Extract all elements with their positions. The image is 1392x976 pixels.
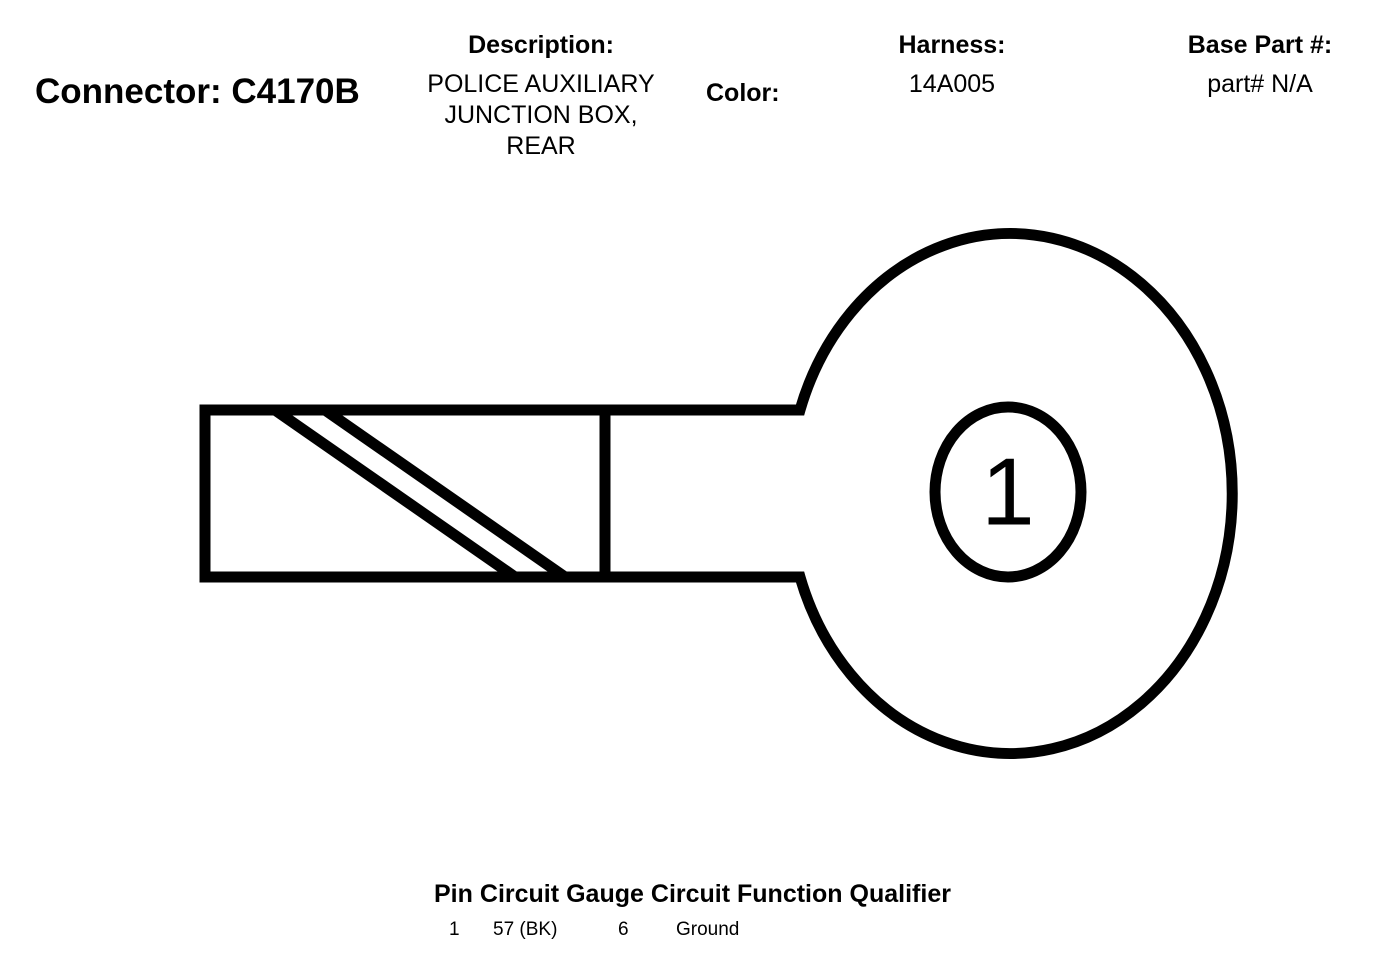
stripe-line-2 xyxy=(321,405,569,582)
header-pin: Pin xyxy=(434,880,473,908)
description-value: POLICE AUXILIARY JUNCTION BOX, REAR xyxy=(400,69,682,162)
header-circuit-function: Circuit Function xyxy=(650,880,843,908)
header-qualifier: Qualifier xyxy=(849,880,951,908)
connector-body-outline xyxy=(199,228,1238,759)
connector-title: Connector: C4170B xyxy=(35,72,360,111)
pin-circle xyxy=(929,401,1087,583)
pin-number-label: 1 xyxy=(981,439,1034,546)
description-line-2: JUNCTION BOX, xyxy=(444,101,638,129)
header-circuit: Circuit xyxy=(479,880,560,908)
table-row: 1 57 (BK) 6 Ground xyxy=(434,919,958,945)
color-label: Color: xyxy=(706,79,780,107)
base-part-value: part# N/A xyxy=(1207,70,1313,98)
harness-value: 14A005 xyxy=(908,70,996,98)
stripe-line-1 xyxy=(271,405,519,582)
header-gauge: Gauge xyxy=(566,880,644,908)
row-pin: 1 xyxy=(449,919,460,940)
description-line-3: REAR xyxy=(506,132,576,160)
base-part-label: Base Part #: xyxy=(1187,31,1333,59)
row-gauge: 6 xyxy=(618,919,629,940)
description-label: Description: xyxy=(468,31,614,59)
description-line-1: POLICE AUXILIARY xyxy=(427,70,655,98)
row-circuit-function: Ground xyxy=(676,919,740,940)
harness-label: Harness: xyxy=(898,31,1006,59)
row-circuit: 57 (BK) xyxy=(493,919,558,940)
